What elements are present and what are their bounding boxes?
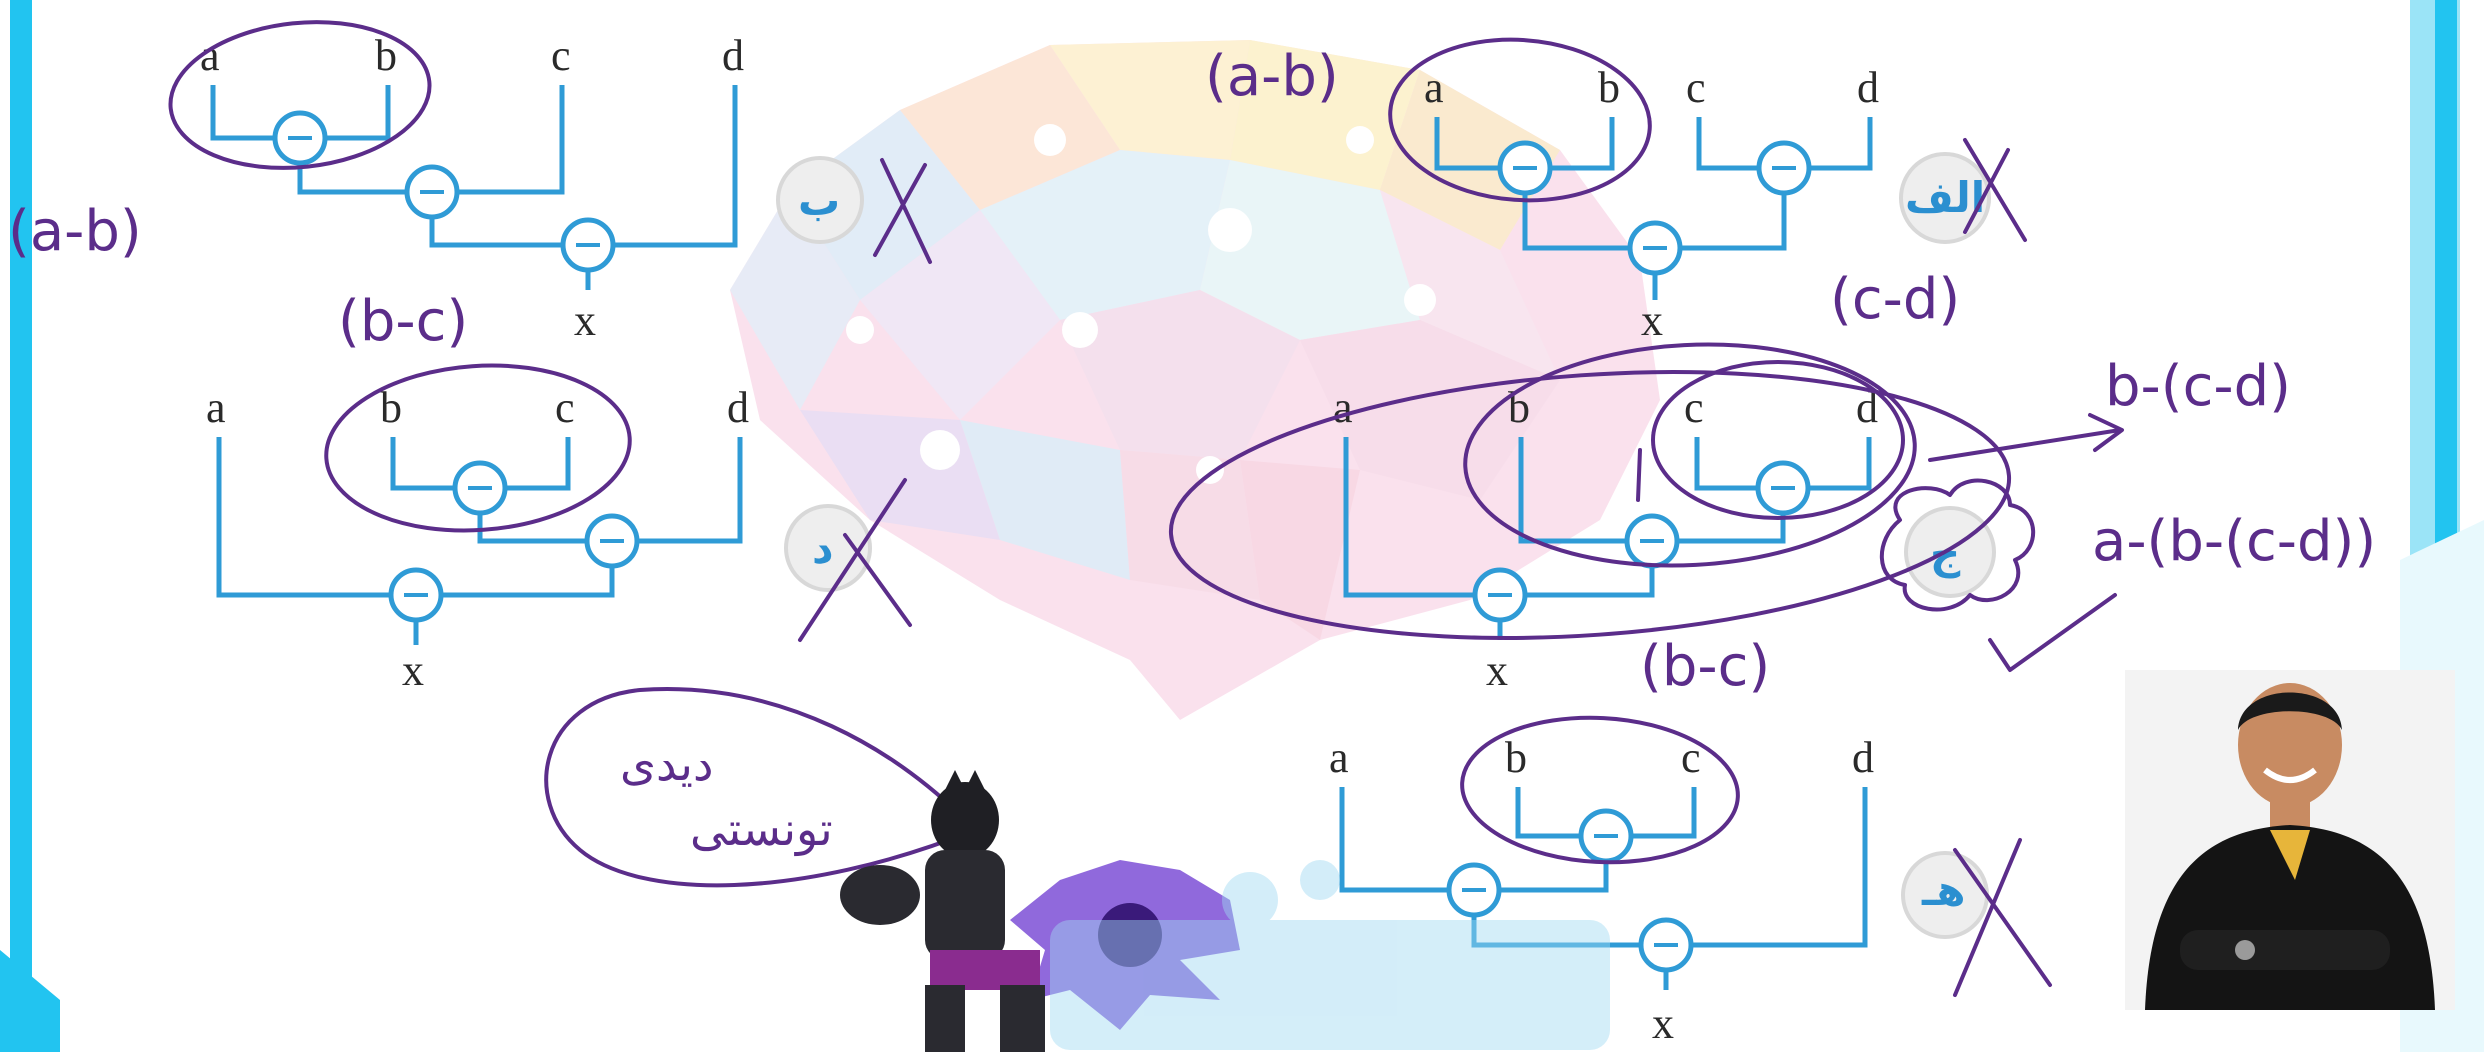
minus-operator [404,164,460,220]
option-badge-alef: الف [1899,152,1991,244]
arrow-mark [1636,448,1642,502]
output-x: x [1641,296,1663,345]
tree-top-right: a b c d x الف [1424,63,1991,345]
check-mark [1988,593,2117,672]
leaf-b: b [1598,63,1620,112]
tree-bottom: a b c d x هـ [1329,733,1989,1048]
cross-mark [1963,138,2027,242]
circle-mark [168,20,432,170]
leaf-c: c [1686,63,1706,112]
handwriting-layer: (a-b) (a-b) (b-c) (c-d) b-(c-d) a-(b-(c-… [8,20,2376,997]
circle-mark [1168,370,2012,640]
option-badge-b: ب [776,156,864,244]
option-badge-he: هـ [1901,851,1989,939]
brand-watermark [1050,860,1610,1050]
leaf-a: a [1424,63,1444,112]
output-x: x [574,296,596,345]
leaf-b: b [375,31,397,80]
annotation-bottom: (b-c) [1640,634,1770,699]
speech-line-2: تونستی [690,802,833,857]
leaf-a: a [206,383,226,432]
minus-operator [1755,460,1811,516]
annotation-b-cd: b-(c-d) [2105,354,2291,419]
output-x: x [1486,646,1508,695]
cross-mark [1953,838,2052,997]
minus-operator [388,567,444,623]
tree-top-left: a b c d x ب [200,31,864,345]
leaf-b: b [1505,733,1527,782]
circle-mark [1460,715,1740,865]
tree-mid-left: a b c d x د [206,383,872,695]
superhero-figure-illustration [840,770,1240,1052]
minus-operator [1638,917,1694,973]
annotation-a-bcd: a-(b-(c-d)) [2092,509,2376,574]
leaf-c: c [1681,733,1701,782]
option-label: ب [798,176,840,225]
brain-watermark [730,40,1660,720]
minus-operator [1497,140,1553,196]
minus-operator [452,460,508,516]
leaf-d: d [1857,63,1879,112]
minus-operator [1756,140,1812,196]
annotation-top-left: (a-b) [8,199,142,264]
leaf-d: d [1856,383,1878,432]
minus-operator [1446,862,1502,918]
arrow-head [2088,413,2124,452]
leaf-d: d [1852,733,1874,782]
annotation-cd: (c-d) [1830,267,1960,332]
minus-operator [1578,808,1634,864]
cross-mark [798,478,912,642]
leaf-a: a [1333,383,1353,432]
minus-operator [1627,220,1683,276]
cross-mark [873,158,932,264]
circle-mark [1388,37,1652,203]
tree-mid-right: a b c d x ج [1333,383,1996,695]
circle-mark [1463,342,1917,568]
option-label: د [812,524,834,573]
presenter-photo [2125,670,2455,1010]
leaf-b: b [380,383,402,432]
minus-operator [560,217,616,273]
option-label: الف [1905,173,1985,222]
leaf-c: c [551,31,571,80]
option-badge-dal: د [784,504,872,592]
leaf-a: a [200,31,220,80]
minus-operator [1472,567,1528,623]
speech-line-1: دیدی [620,737,713,791]
circle-mark [1651,360,1905,520]
output-x: x [402,646,424,695]
minus-operator [1624,513,1680,569]
leaf-a: a [1329,733,1349,782]
annotation-mid-left: (b-c) [338,289,468,354]
minus-operator [584,513,640,569]
speech-bubble [544,687,977,888]
arrow-mark [1928,428,2122,462]
annotation-top-right: (a-b) [1205,44,1339,109]
leaf-d: d [727,383,749,432]
minus-operator [272,110,328,166]
cloud-mark [1879,478,2036,612]
option-label: هـ [1921,866,1965,915]
circle-mark [324,363,632,533]
leaf-c: c [555,383,575,432]
output-x: x [1652,999,1674,1048]
leaf-c: c [1684,383,1704,432]
option-badge-jim: ج [1904,506,1996,598]
leaf-d: d [722,31,744,80]
